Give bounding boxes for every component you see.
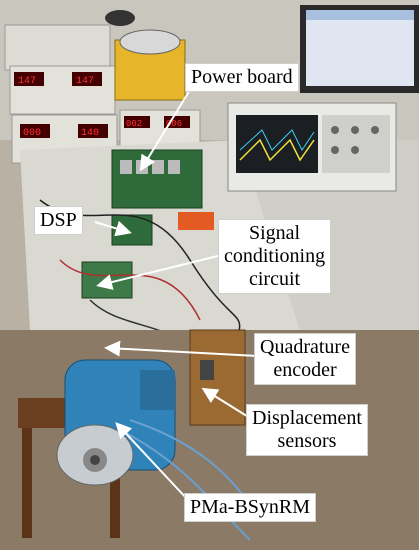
displacement-sensors-line-1: Displacement xyxy=(252,407,362,429)
svg-text:000: 000 xyxy=(23,128,41,139)
label-power-board: Power board xyxy=(185,63,299,92)
svg-text:147: 147 xyxy=(18,76,36,87)
signal-conditioning-line-2: conditioning xyxy=(224,245,326,267)
label-dsp: DSP xyxy=(34,206,83,235)
label-signal-conditioning: Signal conditioning circuit xyxy=(218,219,332,294)
label-motor: PMa-BSynRM xyxy=(184,493,317,522)
label-quadrature-encoder: Quadrature encoder xyxy=(254,333,356,385)
signal-conditioning-line-1: Signal xyxy=(248,222,301,244)
svg-text:006: 006 xyxy=(166,119,182,129)
svg-text:002: 002 xyxy=(126,119,142,129)
quadrature-encoder-line-1: Quadrature xyxy=(260,336,350,358)
svg-text:147: 147 xyxy=(76,76,94,87)
displacement-sensors-line-2: sensors xyxy=(277,430,337,452)
svg-text:140: 140 xyxy=(81,128,99,139)
signal-conditioning-line-3: circuit xyxy=(249,268,301,290)
quadrature-encoder-line-2: encoder xyxy=(273,359,337,381)
label-displacement-sensors: Displacement sensors xyxy=(246,404,368,456)
